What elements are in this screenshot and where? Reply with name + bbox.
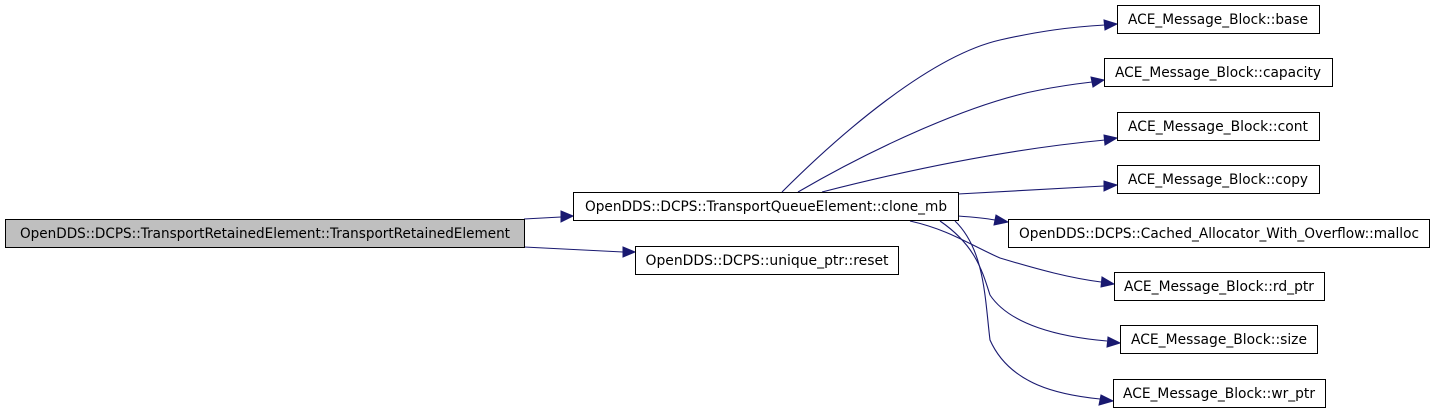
- node-size-label: ACE_Message_Block::size: [1131, 332, 1307, 348]
- edge-root-to-reset: [523, 246, 624, 253]
- node-base[interactable]: ACE_Message_Block::base: [1117, 5, 1320, 34]
- edge-clone-mb-to-capacity: [797, 81, 1093, 193]
- node-wr-ptr[interactable]: ACE_Message_Block::wr_ptr: [1113, 379, 1326, 408]
- edge-clone-mb-to-wr-ptr: [954, 220, 1101, 400]
- arrow-capacity: [1090, 76, 1106, 88]
- node-capacity-box: [1104, 58, 1333, 87]
- node-wr-ptr-label: ACE_Message_Block::wr_ptr: [1123, 386, 1315, 402]
- arrow-clone-mb: [560, 210, 575, 223]
- arrow-malloc: [993, 214, 1010, 226]
- edge-clone-mb-to-cont: [821, 139, 1106, 193]
- node-wr-ptr-box: [1113, 379, 1326, 408]
- node-reset-label: OpenDDS::DCPS::unique_ptr::reset: [646, 253, 889, 269]
- node-rd-ptr[interactable]: ACE_Message_Block::rd_ptr: [1114, 272, 1325, 301]
- node-reset[interactable]: OpenDDS::DCPS::unique_ptr::reset: [635, 246, 899, 275]
- node-rd-ptr-box: [1114, 272, 1325, 301]
- node-reset-box: [635, 246, 899, 275]
- node-copy-box: [1117, 165, 1320, 194]
- node-malloc[interactable]: OpenDDS::DCPS::Cached_Allocator_With_Ove…: [1008, 219, 1430, 248]
- node-root[interactable]: OpenDDS::DCPS::TransportRetainedElement:…: [5, 219, 525, 248]
- edge-clone-mb-to-rd-ptr: [909, 220, 1102, 283]
- arrow-rd-ptr: [1100, 276, 1116, 288]
- arrow-cont: [1103, 134, 1119, 146]
- edge-clone-mb-to-base: [781, 24, 1106, 193]
- node-cont[interactable]: ACE_Message_Block::cont: [1117, 112, 1320, 141]
- node-capacity-label: ACE_Message_Block::capacity: [1115, 65, 1321, 81]
- node-base-box: [1117, 5, 1320, 34]
- node-malloc-box: [1008, 219, 1430, 248]
- node-rd-ptr-label: ACE_Message_Block::rd_ptr: [1124, 279, 1314, 295]
- node-root-label: OpenDDS::DCPS::TransportRetainedElement:…: [20, 226, 510, 242]
- node-size-box: [1120, 325, 1318, 354]
- edges: [523, 19, 1122, 406]
- node-cont-box: [1117, 112, 1320, 141]
- edge-clone-mb-to-copy: [957, 185, 1105, 195]
- arrow-size: [1106, 336, 1122, 348]
- node-size[interactable]: ACE_Message_Block::size: [1120, 325, 1318, 354]
- node-clone-mb-box: [573, 192, 959, 221]
- arrow-copy: [1103, 180, 1119, 192]
- arrow-base: [1103, 19, 1119, 31]
- node-copy[interactable]: ACE_Message_Block::copy: [1117, 165, 1320, 194]
- node-clone-mb-label: OpenDDS::DCPS::TransportQueueElement::cl…: [585, 199, 947, 215]
- arrow-wr-ptr: [1098, 394, 1115, 406]
- edge-clone-mb-to-size: [939, 220, 1108, 342]
- nodes: OpenDDS::DCPS::TransportRetainedElement:…: [5, 5, 1430, 408]
- node-root-box: [5, 219, 525, 248]
- node-malloc-label: OpenDDS::DCPS::Cached_Allocator_With_Ove…: [1019, 226, 1419, 242]
- node-capacity[interactable]: ACE_Message_Block::capacity: [1104, 58, 1333, 87]
- node-copy-label: ACE_Message_Block::copy: [1128, 172, 1308, 188]
- node-clone-mb[interactable]: OpenDDS::DCPS::TransportQueueElement::cl…: [573, 192, 959, 221]
- node-cont-label: ACE_Message_Block::cont: [1128, 119, 1309, 135]
- edge-clone-mb-to-malloc: [957, 215, 996, 221]
- arrow-reset: [622, 246, 637, 258]
- edge-root-to-clone-mb: [523, 216, 562, 220]
- node-base-label: ACE_Message_Block::base: [1128, 12, 1308, 28]
